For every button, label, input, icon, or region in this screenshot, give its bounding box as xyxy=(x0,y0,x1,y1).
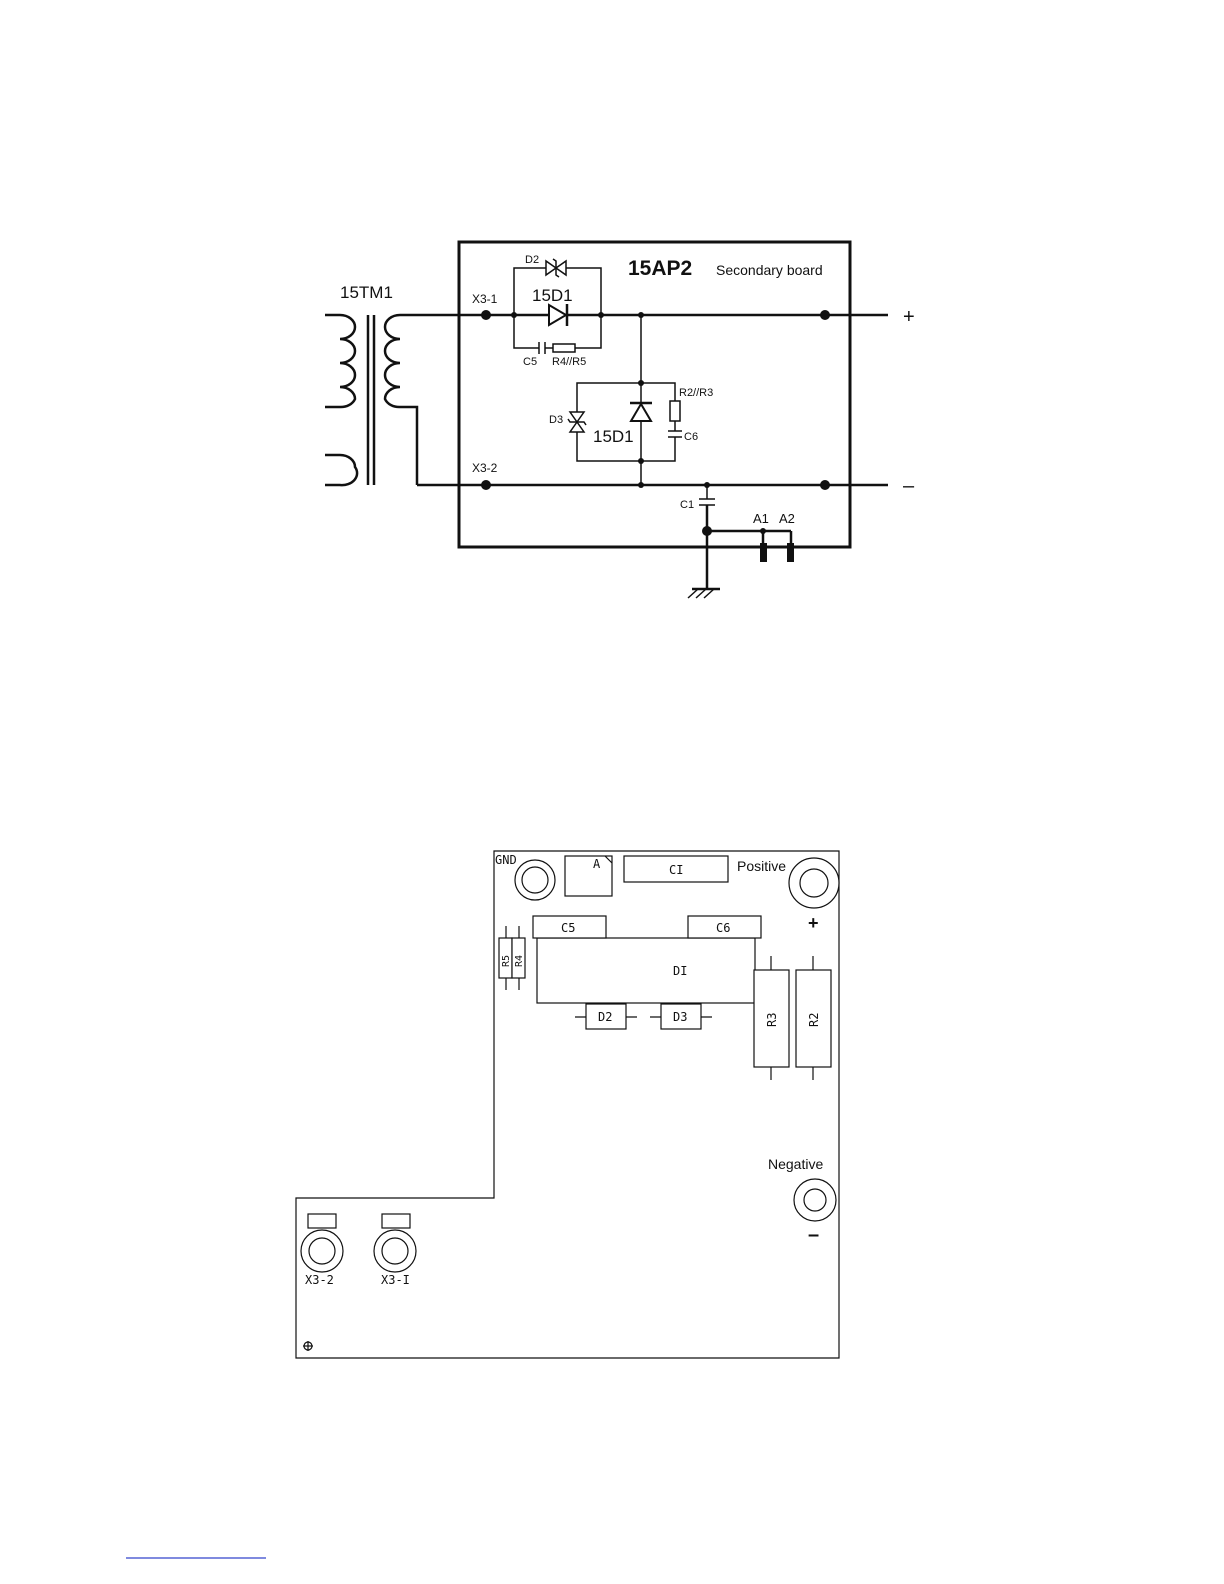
a1-label: A1 xyxy=(753,511,769,526)
d3-label: D3 xyxy=(549,414,563,426)
component-d3-label: D3 xyxy=(673,1010,687,1024)
fiducial-icon xyxy=(303,1341,313,1351)
transformer-15tm1: 15TM1 xyxy=(325,283,417,485)
component-r3-label: R3 xyxy=(765,1013,779,1027)
d1-mid-label: 15D1 xyxy=(593,427,634,446)
x3-1-terminal xyxy=(374,1230,416,1272)
x3-2-pad xyxy=(308,1214,336,1228)
vertical-group-box xyxy=(577,383,675,461)
node-v-bottom xyxy=(638,482,644,488)
output-plus-sign: + xyxy=(903,306,915,328)
c5-label: C5 xyxy=(523,356,537,368)
negative-label: Negative xyxy=(768,1156,823,1172)
d1-top-diode-symbol xyxy=(549,304,567,326)
negative-terminal xyxy=(794,1179,836,1221)
component-r2-label: R2 xyxy=(807,1013,821,1027)
node-x3-1 xyxy=(481,310,491,320)
output-minus-sign: – xyxy=(903,475,915,497)
a2-label: A2 xyxy=(779,511,795,526)
terminal-a2 xyxy=(787,543,794,562)
d2-label: D2 xyxy=(525,254,539,266)
gnd-label: GND xyxy=(495,853,517,867)
primary-winding-aux xyxy=(325,455,357,485)
node-output-positive xyxy=(820,310,830,320)
c6-label: C6 xyxy=(684,431,698,443)
board-outline xyxy=(459,242,850,547)
component-r4-label: R4 xyxy=(514,955,525,967)
board-title: 15AP2 xyxy=(628,257,692,280)
terminal-a1 xyxy=(760,543,767,562)
pin-x3-1-label: X3-1 xyxy=(472,292,498,306)
primary-winding xyxy=(325,315,355,407)
d3-tvs-symbol xyxy=(568,412,586,432)
x3-2-terminal xyxy=(301,1230,343,1272)
pcb-plus-sign: + xyxy=(808,913,819,933)
schematic-diagram: 15AP2 Secondary board 15TM1 X3-1 X3-2 + … xyxy=(325,242,915,598)
c6-gap xyxy=(668,431,682,437)
component-d2-label: D2 xyxy=(598,1010,612,1024)
component-a-label: A xyxy=(593,857,601,871)
node-x3-2 xyxy=(481,480,491,490)
x3-2-label: X3-2 xyxy=(305,1273,334,1287)
node-v-top xyxy=(638,312,644,318)
d2-tvs-symbol xyxy=(546,259,566,277)
pcb-layout: GND A CI Positive + DI C5 C6 R5 xyxy=(296,851,839,1358)
d1-mid-diode-symbol xyxy=(630,403,652,421)
c1-ground-group: C1 A1 A2 xyxy=(680,482,795,598)
component-ci-label: CI xyxy=(669,863,683,877)
r4r5-resistor xyxy=(553,344,575,352)
component-c6-label: C6 xyxy=(716,921,730,935)
r2r3-label: R2//R3 xyxy=(679,387,713,399)
secondary-winding xyxy=(385,315,417,485)
d1-top-label: 15D1 xyxy=(532,286,573,305)
r4r5-label: R4//R5 xyxy=(552,356,586,368)
component-di-label: DI xyxy=(673,964,687,978)
component-a xyxy=(565,856,612,896)
board-subtitle: Secondary board xyxy=(716,262,823,278)
chassis-ground-icon xyxy=(688,589,720,598)
vertical-diode-group: D3 15D1 R2//R3 C6 xyxy=(549,312,713,488)
node-output-negative xyxy=(820,480,830,490)
transformer-label: 15TM1 xyxy=(340,283,393,302)
x3-1-label: X3-I xyxy=(381,1273,410,1287)
component-c5-label: C5 xyxy=(561,921,575,935)
x3-1-pad xyxy=(382,1214,410,1228)
component-di xyxy=(537,938,755,1003)
pin-x3-2-label: X3-2 xyxy=(472,461,498,475)
r2r3-resistor xyxy=(670,401,680,421)
positive-label: Positive xyxy=(737,858,786,874)
top-diode-group: D2 15D1 C5 R4//R5 xyxy=(511,254,604,368)
pcb-minus-sign: – xyxy=(808,1224,819,1246)
c1-label: C1 xyxy=(680,499,694,511)
positive-terminal xyxy=(789,858,839,908)
component-r5-label: R5 xyxy=(501,955,512,967)
gnd-terminal xyxy=(515,860,555,900)
